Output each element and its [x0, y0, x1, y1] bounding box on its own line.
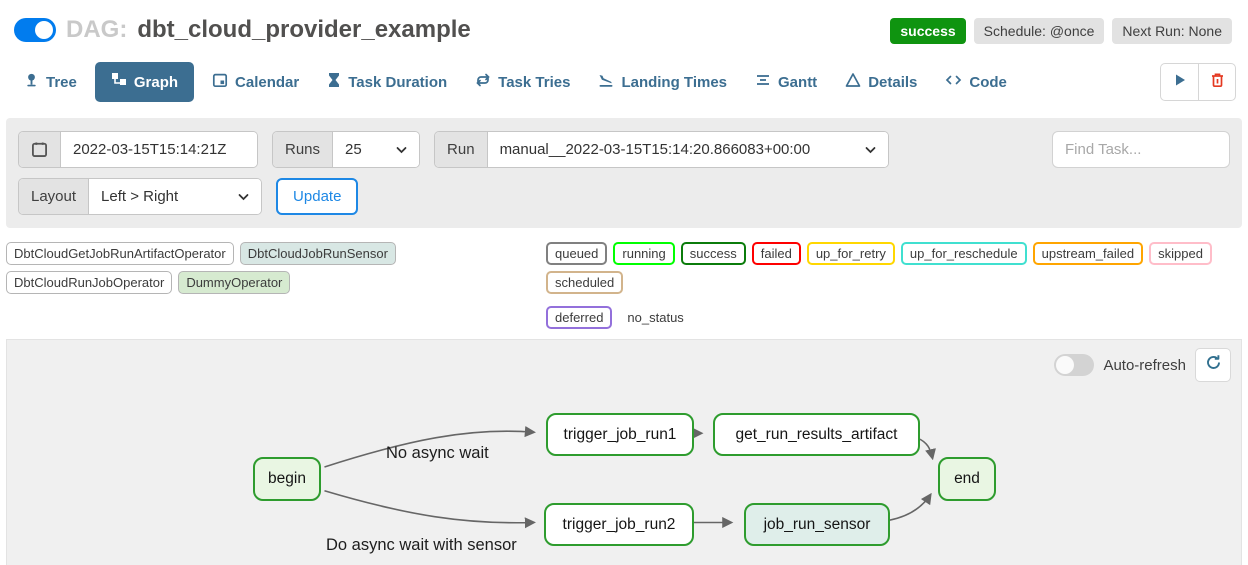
- auto-refresh-toggle[interactable]: [1054, 354, 1095, 376]
- refresh-controls: Auto-refresh: [1054, 348, 1231, 382]
- update-button[interactable]: Update: [276, 178, 359, 215]
- task-node-begin[interactable]: begin: [253, 457, 321, 501]
- run-label: Run: [435, 132, 488, 167]
- status-pill-running[interactable]: running: [613, 242, 675, 265]
- status-pill-up-for-reschedule[interactable]: up_for_reschedule: [900, 242, 1027, 265]
- status-pill-deferred[interactable]: deferred: [546, 306, 613, 329]
- edge-sensor-end: [887, 492, 932, 522]
- status-pill-up-for-retry[interactable]: up_for_retry: [806, 242, 895, 265]
- edge-begin-trigger2: [324, 489, 536, 529]
- task-node-get-run-results-artifact[interactable]: get_run_results_artifact: [713, 413, 920, 456]
- tab-details[interactable]: Details: [835, 62, 927, 102]
- status-pill-no-status[interactable]: no_status: [618, 306, 693, 329]
- edge-begin-trigger1: [324, 426, 536, 468]
- operator-legend: DbtCloudGetJobRunArtifactOperator DbtClo…: [6, 242, 546, 294]
- task-node-job-run-sensor[interactable]: job_run_sensor: [744, 503, 890, 546]
- chevron-down-icon: [396, 141, 407, 158]
- refresh-icon: [1205, 354, 1222, 376]
- status-pill-success[interactable]: success: [680, 242, 746, 265]
- status-pill-queued[interactable]: queued: [546, 242, 608, 265]
- calendar-picker-button[interactable]: [19, 132, 61, 167]
- num-runs-select[interactable]: 25: [333, 132, 420, 167]
- status-badge: success: [890, 18, 966, 44]
- code-icon: [945, 72, 962, 92]
- dag-pause-toggle[interactable]: [14, 18, 56, 42]
- dag-header: DAG: dbt_cloud_provider_example success …: [0, 0, 1248, 44]
- num-runs-group: Runs 25: [272, 131, 421, 168]
- chevron-down-icon: [238, 188, 249, 205]
- task-node-trigger-job-run2[interactable]: trigger_job_run2: [544, 503, 694, 546]
- task-node-trigger-job-run1[interactable]: trigger_job_run1: [546, 413, 694, 456]
- next-run-badge: Next Run: None: [1112, 18, 1232, 44]
- tab-landing-times[interactable]: Landing Times: [588, 62, 737, 102]
- calendar-icon: [212, 72, 228, 92]
- play-icon: [1173, 73, 1187, 92]
- details-icon: [845, 72, 861, 92]
- hourglass-icon: [327, 72, 341, 92]
- refresh-button[interactable]: [1195, 348, 1231, 382]
- layout-select[interactable]: Left > Right: [89, 179, 262, 214]
- status-pill-failed[interactable]: failed: [751, 242, 801, 265]
- graph-icon: [111, 72, 127, 92]
- operator-pill: DbtCloudGetJobRunArtifactOperator: [6, 242, 234, 265]
- status-pill-upstream-failed[interactable]: upstream_failed: [1032, 242, 1144, 265]
- status-pill-scheduled[interactable]: scheduled: [546, 271, 624, 294]
- dag-title: dbt_cloud_provider_example: [137, 16, 471, 43]
- legend: DbtCloudGetJobRunArtifactOperator DbtClo…: [4, 242, 1244, 329]
- tab-calendar[interactable]: Calendar: [202, 62, 309, 102]
- schedule-badge: Schedule: @once: [973, 18, 1105, 44]
- graph-filter-panel: Runs 25 Run manual__2022-03-15T15:14:20.…: [6, 118, 1242, 228]
- task-node-end[interactable]: end: [938, 457, 996, 501]
- trash-icon: [1210, 72, 1225, 93]
- gantt-icon: [755, 72, 771, 92]
- dag-prefix-label: DAG:: [66, 16, 128, 43]
- view-tabbar: Tree Graph Calendar Task Duration Task T…: [14, 62, 1236, 102]
- base-date-input[interactable]: [61, 132, 257, 167]
- run-group: Run manual__2022-03-15T15:14:20.866083+0…: [434, 131, 889, 168]
- tab-task-duration[interactable]: Task Duration: [317, 62, 457, 102]
- status-legend: queued running success failed up_for_ret…: [546, 242, 1242, 329]
- runs-label: Runs: [273, 132, 334, 167]
- tree-icon: [24, 72, 39, 92]
- layout-label: Layout: [19, 179, 90, 214]
- tab-gantt[interactable]: Gantt: [745, 62, 827, 102]
- edge-label-no-async-wait: No async wait: [386, 444, 489, 462]
- dag-edges: [324, 426, 936, 529]
- layout-group: Layout Left > Right: [18, 178, 263, 215]
- delete-dag-button[interactable]: [1198, 63, 1236, 101]
- trigger-dag-button[interactable]: [1160, 63, 1198, 101]
- auto-refresh-label: Auto-refresh: [1103, 356, 1186, 374]
- tab-graph[interactable]: Graph: [94, 62, 195, 102]
- tab-code[interactable]: Code: [935, 62, 1017, 102]
- tab-task-tries[interactable]: Task Tries: [465, 62, 580, 102]
- dag-graph-canvas[interactable]: No async wait Do async wait with sensor …: [6, 339, 1242, 565]
- status-pill-skipped[interactable]: skipped: [1149, 242, 1212, 265]
- operator-pill: DummyOperator: [178, 271, 291, 294]
- dag-run-select[interactable]: manual__2022-03-15T15:14:20.866083+00:00: [487, 132, 888, 167]
- find-task-input[interactable]: [1052, 131, 1230, 168]
- tab-tree[interactable]: Tree: [14, 62, 87, 102]
- dag-actions: [1160, 63, 1236, 101]
- base-date-group: [18, 131, 258, 168]
- repeat-icon: [475, 72, 491, 92]
- operator-pill: DbtCloudJobRunSensor: [239, 242, 396, 265]
- edge-label-do-async-wait: Do async wait with sensor: [326, 536, 517, 554]
- operator-pill: DbtCloudRunJobOperator: [6, 271, 173, 294]
- plane-landing-icon: [598, 72, 614, 92]
- chevron-down-icon: [865, 141, 876, 158]
